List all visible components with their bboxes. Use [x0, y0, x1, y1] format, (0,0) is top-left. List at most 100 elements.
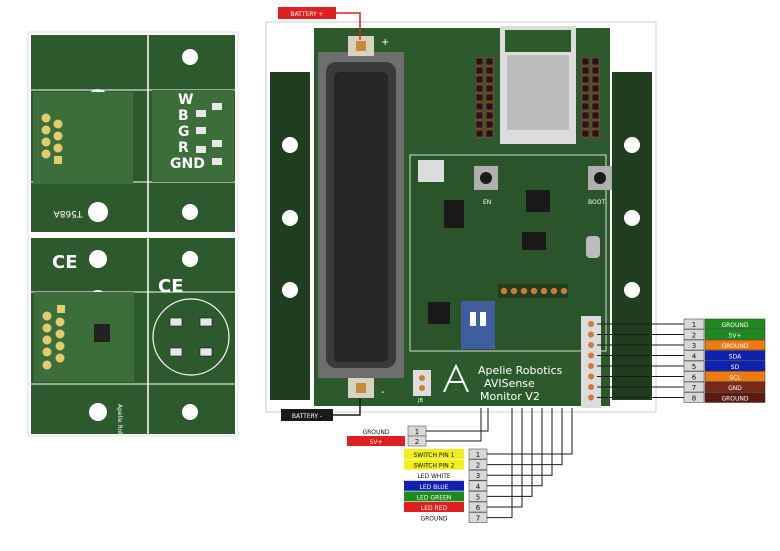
ce-mark-2: CE [158, 276, 184, 297]
wire-line [487, 408, 573, 455]
header-pin [485, 102, 494, 111]
header-pin [475, 120, 484, 129]
pin-number: 6 [476, 504, 481, 512]
pin-label: GND [728, 385, 742, 392]
pin-label-badge [404, 449, 464, 459]
wire-line [487, 408, 543, 487]
wire-line [487, 408, 553, 476]
terminal-pin [530, 287, 538, 295]
pin-number: 8 [692, 395, 696, 403]
terminal-pin [540, 287, 548, 295]
header-pin [591, 75, 600, 84]
connector-pin [588, 321, 594, 327]
wire-letter: B [178, 108, 189, 124]
battery-plus-lead: BATTERY + [278, 7, 361, 40]
pin-number-box [683, 381, 705, 393]
ce-mark-1: CE [52, 252, 78, 273]
wire-line [487, 408, 513, 519]
pin-number: 5 [692, 363, 696, 371]
header-pin [591, 84, 600, 93]
pin-label: SCL [729, 375, 741, 382]
pin-label-badge [704, 318, 766, 330]
connector-pin [588, 373, 594, 380]
main-pcb: + - EN BOOT JB Apelie Robotics [265, 21, 657, 413]
header-pin [475, 102, 484, 111]
header-pin [591, 111, 600, 120]
header-pin [581, 57, 590, 66]
pin-label: LED RED [421, 505, 448, 512]
connector-pin [588, 384, 594, 390]
header-pin [581, 84, 590, 93]
header-pin [591, 57, 600, 66]
apelie-logo-icon [443, 363, 469, 393]
pin-label-badge [404, 459, 464, 470]
pin-label-badge [347, 426, 405, 436]
header-pin [591, 66, 600, 75]
pin-label: SD [731, 364, 740, 371]
header-pin [485, 57, 494, 66]
pin-label: GROUND [420, 516, 447, 523]
wire-line [426, 408, 482, 442]
pin-number-box [683, 329, 705, 340]
wire-letter: G [178, 124, 190, 140]
header-pin [485, 66, 494, 75]
battery-minus-lead: BATTERY - [281, 398, 361, 421]
wire-line [426, 408, 489, 432]
pin-label-badge [404, 480, 464, 491]
connector-pin [588, 363, 594, 369]
pin-label-badge [404, 470, 464, 481]
pin-label-badge [404, 491, 464, 502]
wire-letter: W [178, 92, 193, 108]
wire-line [487, 408, 523, 508]
header-pin [581, 66, 590, 75]
header-pin [475, 75, 484, 84]
pin-number: 1 [692, 321, 696, 329]
header-pin [485, 84, 494, 93]
pin-label-badge [704, 329, 766, 340]
battery-plus-label: BATTERY + [290, 11, 323, 18]
header-pin [485, 111, 494, 120]
pin-label: SWITCH PIN 1 [413, 452, 454, 459]
pin-number: 3 [476, 472, 480, 480]
pin-label-badge [404, 502, 464, 512]
pin-number: 4 [476, 483, 481, 491]
pin-number: 3 [692, 342, 696, 350]
connector-code: T568A [53, 208, 84, 218]
header-pin [475, 57, 484, 66]
pin-label: LED GREEN [417, 494, 452, 501]
wire-line [487, 408, 533, 497]
pin-number: 5 [476, 493, 480, 501]
terminal-pin [550, 287, 558, 295]
pin-label-badge [347, 436, 405, 446]
pin-label-badge [704, 371, 766, 382]
pin-number-box [683, 339, 705, 351]
wire-letter: GND [170, 156, 205, 172]
pin-label-badge [704, 360, 766, 372]
pin-number: 4 [692, 353, 697, 361]
header-pin [581, 129, 590, 138]
pin-label-badge [704, 350, 766, 361]
terminal-pin [560, 287, 568, 295]
header-pin [591, 120, 600, 129]
pin-label: 5V+ [729, 333, 742, 340]
header-pin [581, 102, 590, 111]
wire-line [487, 408, 563, 466]
header-pin [591, 102, 600, 111]
brand-line3: Monitor V2 [480, 390, 540, 403]
side-brand-text: Apelie Robotics AVISense Monitor V2 [116, 404, 123, 514]
jb-label: JB [417, 398, 423, 404]
pin-label: 5V+ [370, 439, 383, 446]
header-pin [475, 84, 484, 93]
pin-label: LED BLUE [419, 484, 448, 491]
pin-number: 7 [692, 384, 696, 392]
pin-label-badge [404, 512, 464, 523]
pin-label-badge [704, 381, 766, 393]
boot-label: BOOT [588, 199, 605, 206]
header-pin [591, 93, 600, 102]
brand-line2: AVISense [484, 377, 535, 390]
